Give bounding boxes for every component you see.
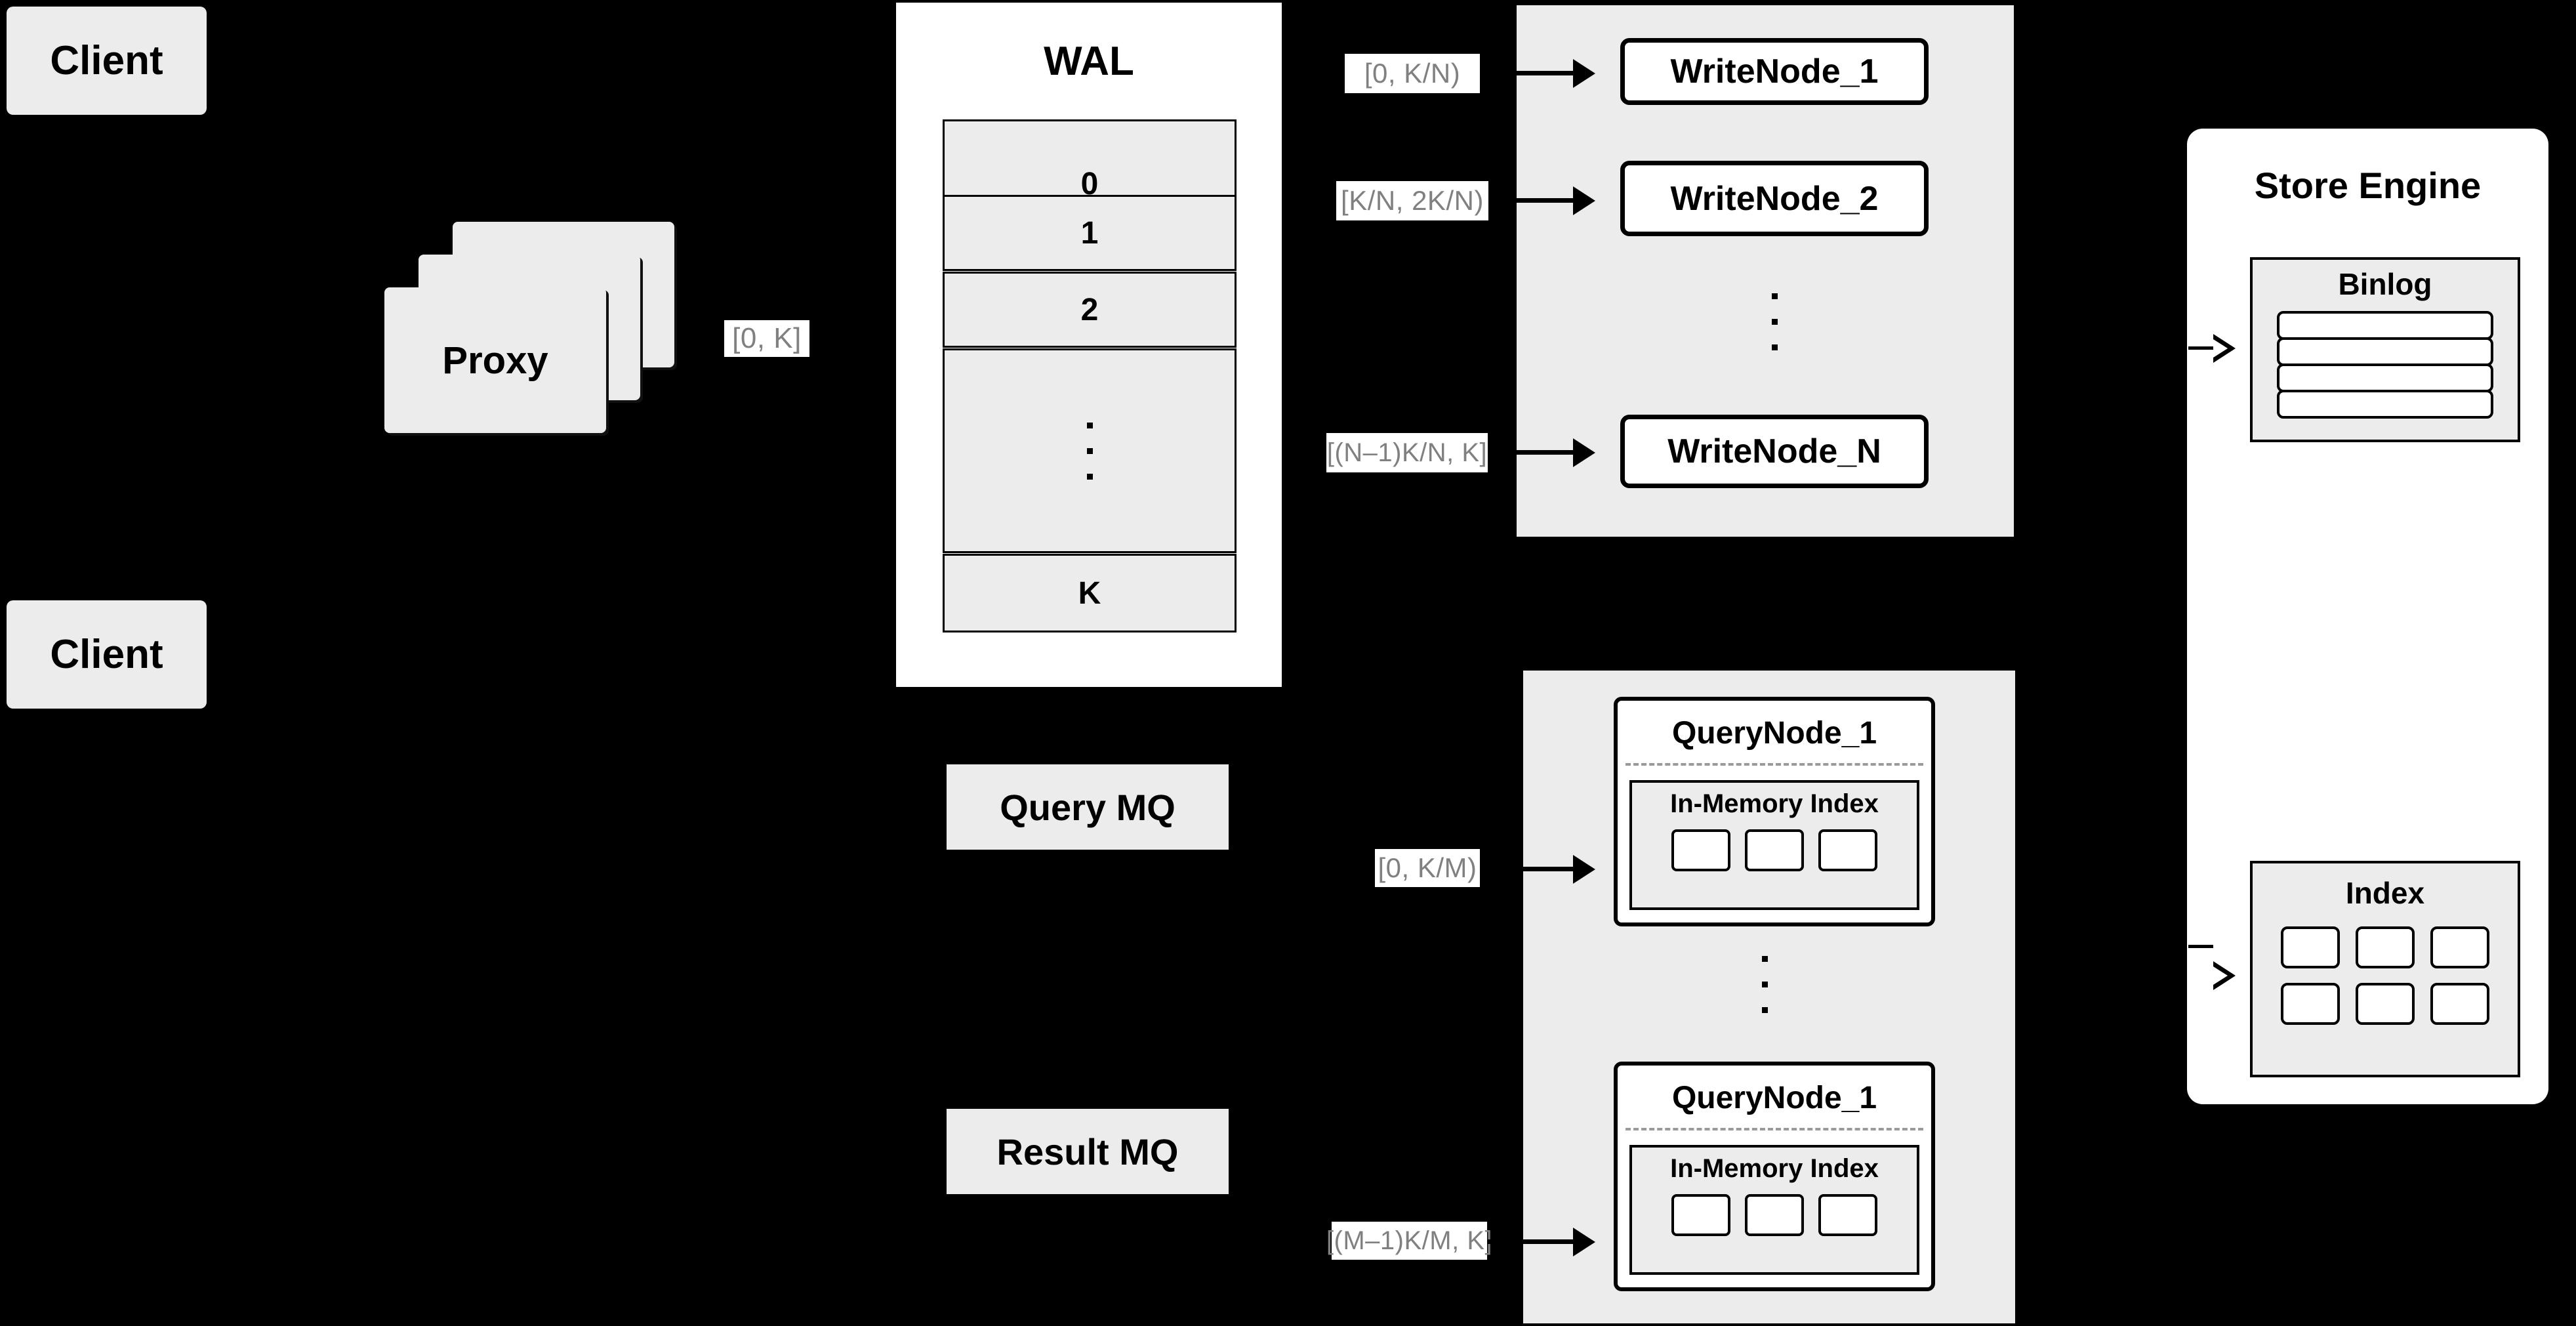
query-mq-box[interactable]: Query MQ bbox=[947, 764, 1229, 850]
wal-row: 2 bbox=[1080, 292, 1099, 327]
arrow-line-writenode-n bbox=[1488, 450, 1574, 455]
index-cell[interactable] bbox=[2430, 983, 2489, 1025]
binlog-bar[interactable] bbox=[2277, 311, 2493, 340]
arrow-line-querynode-1 bbox=[1480, 867, 1574, 871]
arrow-line-writenode-2 bbox=[1488, 198, 1574, 203]
query-group-ellipsis-icon bbox=[1735, 938, 1794, 1030]
in-memory-index-1: In-Memory Index bbox=[1629, 780, 1919, 910]
client-box-1[interactable]: Client bbox=[7, 7, 207, 115]
query-node-1-range-label: [0, K/M) bbox=[1375, 849, 1480, 887]
in-memory-index-2: In-Memory Index bbox=[1629, 1145, 1919, 1275]
index-cell[interactable] bbox=[2430, 926, 2489, 968]
query-node-1-separator bbox=[1625, 763, 1923, 766]
write-node-2[interactable]: WriteNode_2 bbox=[1620, 161, 1929, 236]
proxy-box[interactable]: Proxy bbox=[384, 287, 606, 433]
client-label: Client bbox=[50, 38, 163, 83]
write-node-n-range-label: [(N–1)K/N, K] bbox=[1326, 433, 1488, 472]
index-cell[interactable] bbox=[1818, 1194, 1877, 1236]
query-node-1[interactable]: QueryNode_1 In-Memory Index bbox=[1614, 697, 1935, 926]
write-node-2-range-label: [K/N, 2K/N) bbox=[1336, 181, 1488, 220]
query-node-2-separator bbox=[1625, 1128, 1923, 1130]
result-mq-label: Result MQ bbox=[996, 1130, 1179, 1172]
arrow-head-querynode-1 bbox=[1573, 855, 1595, 884]
write-node-1[interactable]: WriteNode_1 bbox=[1620, 38, 1929, 105]
index-cell[interactable] bbox=[2356, 926, 2415, 968]
binlog-bar[interactable] bbox=[2277, 363, 2493, 392]
in-memory-index-1-cells bbox=[1632, 829, 1917, 871]
arrow-head-querynode-2 bbox=[1573, 1228, 1595, 1256]
index-cell[interactable] bbox=[1671, 1194, 1730, 1236]
in-memory-index-2-cells bbox=[1632, 1194, 1917, 1236]
index-cell[interactable] bbox=[2281, 983, 2340, 1025]
index-cell[interactable] bbox=[1745, 1194, 1804, 1236]
arrow-line-binlog bbox=[2188, 346, 2213, 350]
arrow-line-querynode-2 bbox=[1487, 1239, 1574, 1244]
query-mq-label: Query MQ bbox=[1000, 786, 1176, 828]
index-cell[interactable] bbox=[2281, 926, 2340, 968]
binlog-box: Binlog bbox=[2250, 257, 2520, 442]
index-cell[interactable] bbox=[1818, 829, 1877, 871]
index-grid-row bbox=[2281, 926, 2489, 968]
wal-row-ellipsis bbox=[943, 348, 1237, 553]
binlog-bars bbox=[2253, 311, 2518, 419]
proxy-label: Proxy bbox=[442, 339, 548, 382]
index-grid bbox=[2253, 926, 2518, 1025]
arrow-head-binlog bbox=[2213, 334, 2236, 363]
query-node-2-range-label: [(M–1)K/M, K] bbox=[1326, 1222, 1492, 1260]
arrow-line-writenode-1 bbox=[1480, 71, 1574, 75]
wal-row: 1 bbox=[1080, 215, 1099, 251]
binlog-bar[interactable] bbox=[2277, 390, 2493, 419]
write-node-n[interactable]: WriteNode_N bbox=[1620, 415, 1929, 488]
query-node-1-title: QueryNode_1 bbox=[1671, 716, 1877, 751]
arrow-head-writenode-2 bbox=[1573, 186, 1595, 215]
wal-row: K bbox=[1078, 575, 1101, 611]
query-node-2[interactable]: QueryNode_1 In-Memory Index bbox=[1614, 1062, 1935, 1291]
wal-table: 1 bbox=[943, 195, 1237, 271]
wal-table: 2 bbox=[943, 272, 1237, 348]
write-node-1-range-label: [0, K/N) bbox=[1345, 54, 1480, 93]
write-group-ellipsis-icon bbox=[1745, 276, 1804, 367]
arrow-head-writenode-n bbox=[1573, 438, 1595, 467]
arrow-line-index bbox=[2188, 945, 2213, 948]
wal-table: K bbox=[943, 554, 1237, 632]
binlog-title: Binlog bbox=[2338, 267, 2432, 301]
index-box: Index bbox=[2250, 861, 2520, 1077]
vertical-ellipsis-icon bbox=[945, 350, 1235, 551]
proxy-range-label: [0, K] bbox=[724, 320, 809, 357]
in-memory-index-2-title: In-Memory Index bbox=[1670, 1154, 1879, 1183]
result-mq-box[interactable]: Result MQ bbox=[947, 1109, 1229, 1194]
index-title: Index bbox=[2345, 876, 2425, 910]
index-grid-row bbox=[2281, 983, 2489, 1025]
arrow-head-index bbox=[2213, 961, 2236, 990]
index-cell[interactable] bbox=[1671, 829, 1730, 871]
client-label: Client bbox=[50, 632, 163, 677]
client-box-2[interactable]: Client bbox=[7, 600, 207, 709]
arrow-head-writenode-1 bbox=[1573, 59, 1595, 88]
in-memory-index-1-title: In-Memory Index bbox=[1670, 789, 1879, 818]
store-engine-title: Store Engine bbox=[2254, 165, 2482, 206]
wal-title: WAL bbox=[1044, 39, 1134, 84]
binlog-bar[interactable] bbox=[2277, 337, 2493, 366]
index-cell[interactable] bbox=[1745, 829, 1804, 871]
query-node-2-title: QueryNode_1 bbox=[1671, 1081, 1877, 1115]
index-cell[interactable] bbox=[2356, 983, 2415, 1025]
